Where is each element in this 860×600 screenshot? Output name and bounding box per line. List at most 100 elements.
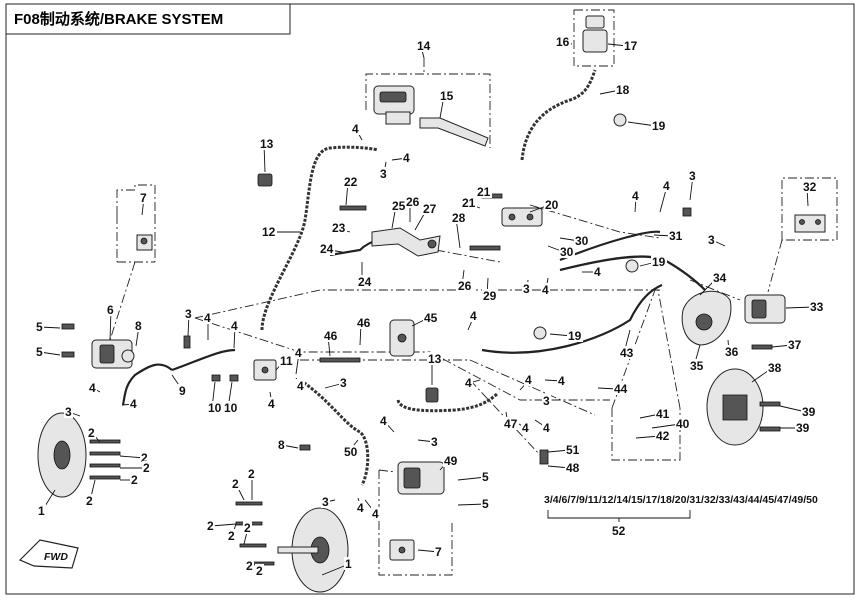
group-box-14: [365, 73, 491, 148]
callout-l38: 38: [768, 361, 782, 375]
callout-l12: 12: [262, 225, 276, 239]
callout-bg-l20: [544, 198, 560, 211]
callout-bg-l4l: [371, 507, 380, 520]
callout-bg-l4k: [379, 414, 388, 427]
leader-32: [767, 239, 783, 293]
brake-pipe-31: [559, 230, 661, 262]
callout-l19c: 19: [568, 329, 582, 343]
callout-l4a: 4: [204, 311, 211, 325]
callout-bg-l4e: [267, 397, 276, 410]
callout-l26b: 26: [458, 279, 472, 293]
diagram-frame: [5, 3, 855, 595]
callout-bg-l2b: [140, 451, 149, 464]
brake-pedal-assembly: [371, 227, 441, 257]
callout-bg-l2g: [247, 467, 256, 480]
callout-bg-l1a: [37, 504, 46, 517]
callout-l13a: 13: [260, 137, 274, 151]
callout-bg-l2f: [231, 477, 240, 490]
callout-bg-l4u: [541, 283, 550, 296]
callout-bg-l5b: [35, 345, 44, 358]
leader-7-bottom: [378, 469, 396, 473]
group-box-32: [781, 177, 838, 241]
callout-l4g: 4: [130, 397, 137, 411]
callout-bg-l19b: [651, 255, 667, 268]
callout-l46b: 46: [357, 316, 371, 330]
callout-l2d: 2: [131, 473, 138, 487]
callout-bg-l2c: [142, 461, 151, 474]
callout-l3j: 3: [708, 233, 715, 247]
callout-bg-l3g: [430, 435, 439, 448]
front-left-caliper: [91, 339, 135, 369]
callout-bg-l30b: [574, 234, 590, 247]
callout-bg-l24b: [357, 275, 373, 288]
diagram-title: F08制动系统/BRAKE SYSTEM: [14, 10, 223, 28]
callout-bg-l36: [724, 345, 740, 358]
callout-bg-l9: [178, 384, 187, 397]
callout-bg-l4d: [296, 379, 305, 392]
callout-bg-l31: [668, 229, 684, 242]
brake-pipe-9: [121, 363, 173, 406]
callout-l3g: 3: [431, 435, 438, 449]
callout-l4n: 4: [525, 373, 532, 387]
callout-l18: 18: [616, 83, 630, 97]
kit-number: 52: [612, 524, 626, 538]
callout-l3d: 3: [322, 495, 329, 509]
fwd-label: FWD: [44, 551, 68, 563]
callout-bg-l24a: [319, 242, 335, 255]
callout-bg-l3d: [321, 495, 330, 508]
callout-l29: 29: [483, 289, 497, 303]
callout-bg-l4b: [230, 319, 239, 332]
callout-l3e: 3: [340, 376, 347, 390]
callout-l51: 51: [566, 443, 580, 457]
callout-bg-l49: [443, 454, 459, 467]
callout-l47: 47: [504, 417, 518, 431]
callout-l10b: 10: [224, 401, 238, 415]
junction-block: [253, 359, 277, 381]
group-box-17: [573, 9, 615, 67]
callout-bg-l18: [615, 83, 631, 96]
brake-hose-18: [520, 69, 597, 161]
callout-bg-l3b: [379, 167, 388, 180]
callout-l3a: 3: [185, 307, 192, 321]
callout-bg-l19a: [651, 119, 667, 132]
kit-contents-label: 3/4/6/7/9/11/12/14/15/17/18/20/31/32/33/…: [544, 494, 818, 506]
proportioning-valve: [389, 319, 415, 357]
callout-l13b: 13: [428, 352, 442, 366]
layout-line-28: [435, 249, 501, 263]
callout-l3f: 3: [523, 282, 530, 296]
forward-direction-arrow: FWD: [18, 539, 79, 569]
callout-l4d: 4: [297, 379, 304, 393]
brake-pipe-43: [481, 283, 663, 354]
handlebar-master-cylinder: [373, 85, 415, 125]
callout-l4u: 4: [542, 283, 549, 297]
callout-bg-l45: [423, 311, 439, 324]
callout-bg-l21a: [476, 185, 492, 198]
callout-l25: 25: [392, 199, 406, 213]
callout-bg-l26b: [457, 279, 473, 292]
callout-bg-l42: [655, 429, 671, 442]
rear-brake-disc: [706, 368, 764, 446]
callout-l19a: 19: [652, 119, 666, 133]
callout-bg-l38: [767, 361, 783, 374]
callout-bg-l8b: [277, 438, 286, 451]
callout-l4t: 4: [663, 179, 670, 193]
callout-bg-l6: [106, 303, 115, 316]
callout-l37: 37: [788, 338, 802, 352]
callout-bg-l16: [555, 35, 571, 48]
callout-l8a: 8: [135, 319, 142, 333]
callout-l33: 33: [810, 300, 824, 314]
callout-l27: 27: [423, 202, 437, 216]
callout-l4e: 4: [268, 397, 275, 411]
callout-l44: 44: [614, 382, 628, 396]
callout-l2f: 2: [232, 477, 239, 491]
brake-pad-lower: [389, 539, 415, 561]
callout-l2j: 2: [244, 521, 251, 535]
callout-l45: 45: [424, 311, 438, 325]
callout-l40: 40: [676, 417, 690, 431]
brake-pipe-9b: [171, 348, 236, 372]
callout-l32: 32: [803, 180, 817, 194]
callout-bg-l51: [565, 443, 581, 456]
callout-bg-l25: [391, 199, 407, 212]
callout-l24a: 24: [320, 242, 334, 256]
callout-l49: 49: [444, 454, 458, 468]
